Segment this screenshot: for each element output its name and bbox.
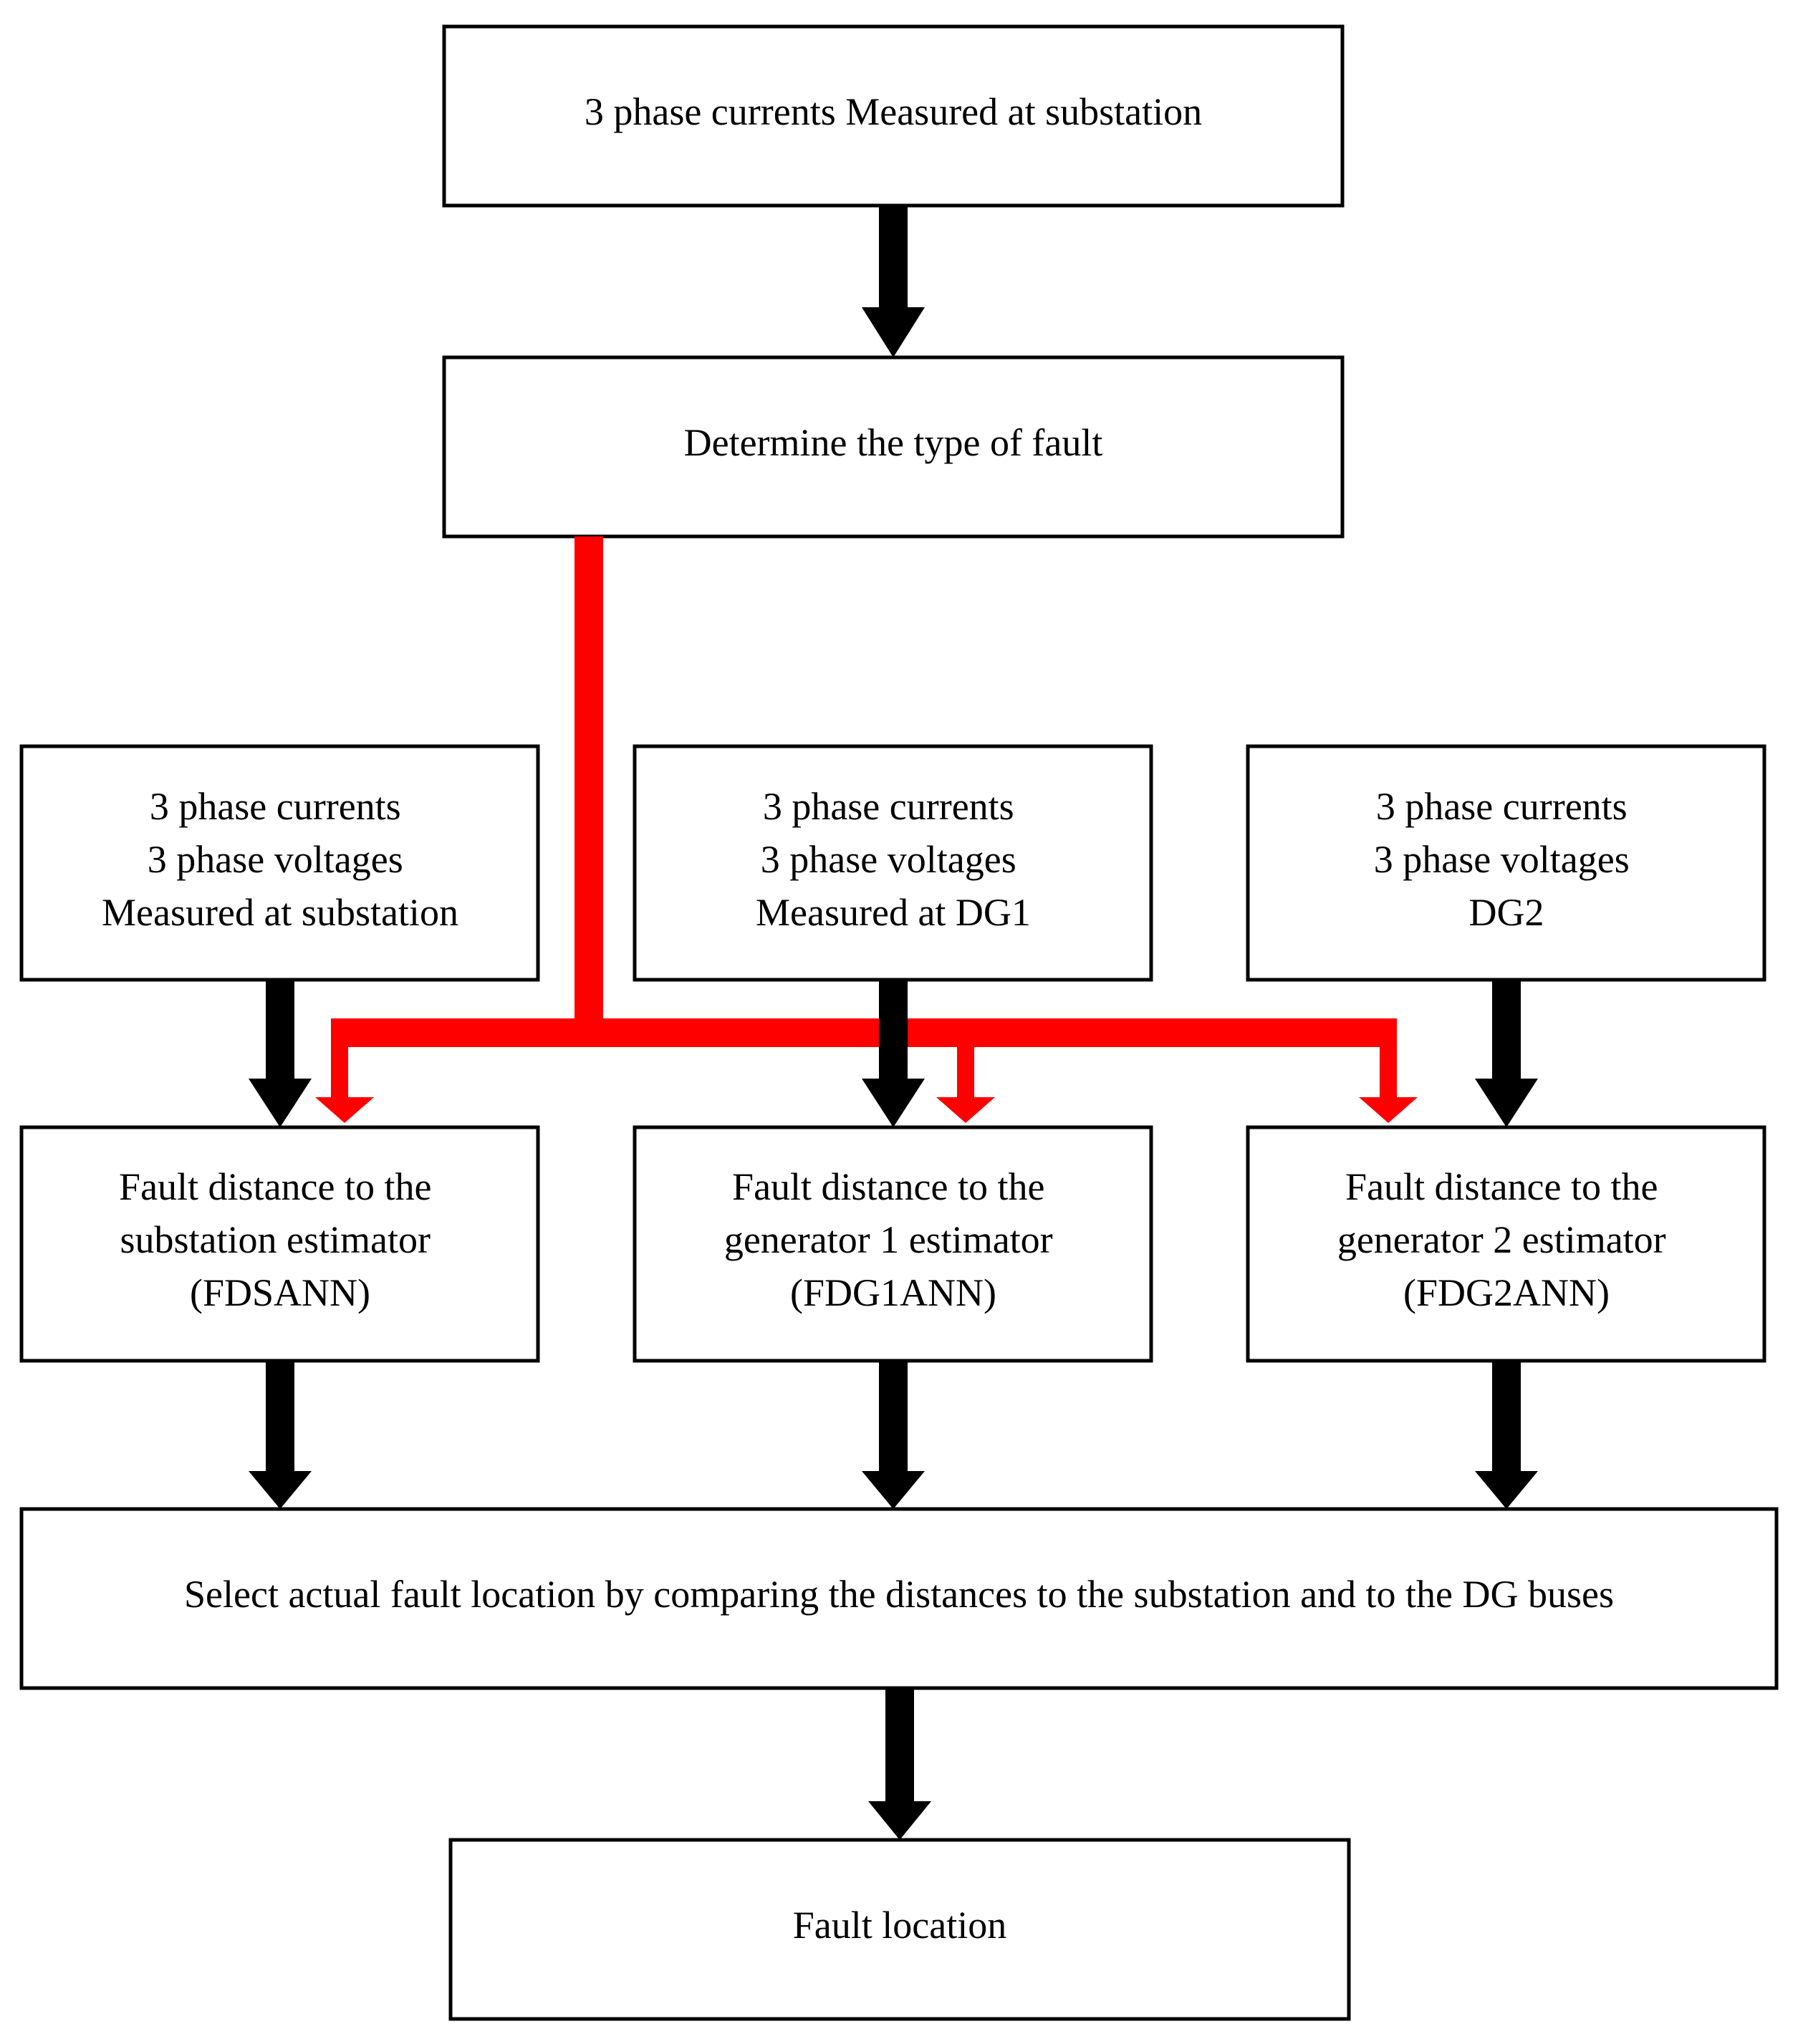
red-arrowhead-gen2 [1359,1097,1418,1123]
label-estimator-gen2: Fault distance to the generator 2 estima… [1337,1165,1676,1314]
red-drop-gen2 [1380,1018,1397,1101]
label-fault-location: Fault location [793,1904,1006,1947]
label-line: 3 phase currents [763,785,1014,828]
arrow-select-to-fault-location [868,1689,931,1840]
label-line: substation estimator [120,1218,431,1261]
arrow-input-dg1-to-estimator [862,981,925,1127]
label-line: 3 phase voltages [148,838,403,881]
labels: 3 phase currents Measured at substation … [102,90,1676,1947]
label-line: Measured at DG1 [756,891,1031,934]
red-arrowhead-substation [315,1097,374,1123]
label-input-dg1: 3 phase currents 3 phase voltages Measur… [756,785,1031,934]
label-line: Determine the type of fault [684,421,1103,464]
box-estimator-gen1 [633,1125,1153,1363]
label-line: Fault distance to the [1345,1165,1658,1208]
box-estimator-substation [19,1125,540,1363]
label-line: generator 1 estimator [724,1218,1053,1261]
label-line: (FDG1ANN) [790,1271,996,1314]
box-estimator-gen2 [1246,1125,1766,1363]
fault-type-branch [315,536,1418,1123]
label-substation-currents: 3 phase currents Measured at substation [585,90,1202,133]
red-drop-substation [331,1018,348,1101]
label-line: Measured at substation [102,891,458,934]
red-arrowhead-gen1 [936,1097,995,1123]
arrow-estimator-gen1-to-select [862,1362,925,1509]
label-input-dg2: 3 phase currents 3 phase voltages DG2 [1374,785,1639,934]
flow-arrows [249,207,1538,1840]
label-line: (FDG2ANN) [1403,1271,1610,1314]
box-input-dg1 [633,744,1153,982]
label-line: 3 phase currents [150,785,401,828]
box-select-location [19,1507,1779,1690]
boxes [19,24,1779,2021]
box-fault-type [442,355,1345,539]
label-line: DG2 [1469,891,1544,934]
red-drop-gen1 [957,1033,974,1101]
arrow-input-substation-to-estimator [249,981,312,1127]
red-trunk [575,536,603,1026]
arrow-estimator-gen2-to-select [1475,1362,1538,1509]
label-line: Fault distance to the [732,1165,1044,1208]
red-bus [331,1018,1397,1047]
label-fault-type: Determine the type of fault [684,421,1103,464]
label-input-substation: 3 phase currents 3 phase voltages Measur… [102,785,458,934]
arrow-currents-to-fault-type [862,207,925,357]
label-line: 3 phase voltages [761,838,1016,881]
box-fault-location [448,1838,1351,2021]
arrow-estimator-substation-to-select [249,1362,312,1509]
label-estimator-substation: Fault distance to the substation estimat… [119,1165,441,1314]
box-substation-currents [442,24,1345,208]
label-line: (FDSANN) [190,1271,370,1314]
label-line: 3 phase currents Measured at substation [585,90,1202,133]
label-estimator-gen1: Fault distance to the generator 1 estima… [724,1165,1062,1314]
label-select-location: Select actual fault location by comparin… [184,1573,1614,1616]
box-input-substation [19,744,540,982]
label-line: generator 2 estimator [1337,1218,1666,1261]
arrow-input-dg2-to-estimator [1475,981,1538,1127]
label-line: 3 phase voltages [1374,838,1630,881]
label-line: 3 phase currents [1376,785,1628,828]
box-input-dg2 [1246,744,1766,982]
label-line: Fault location [793,1904,1006,1947]
label-line: Select actual fault location by comparin… [184,1573,1614,1616]
label-line: Fault distance to the [119,1165,431,1208]
